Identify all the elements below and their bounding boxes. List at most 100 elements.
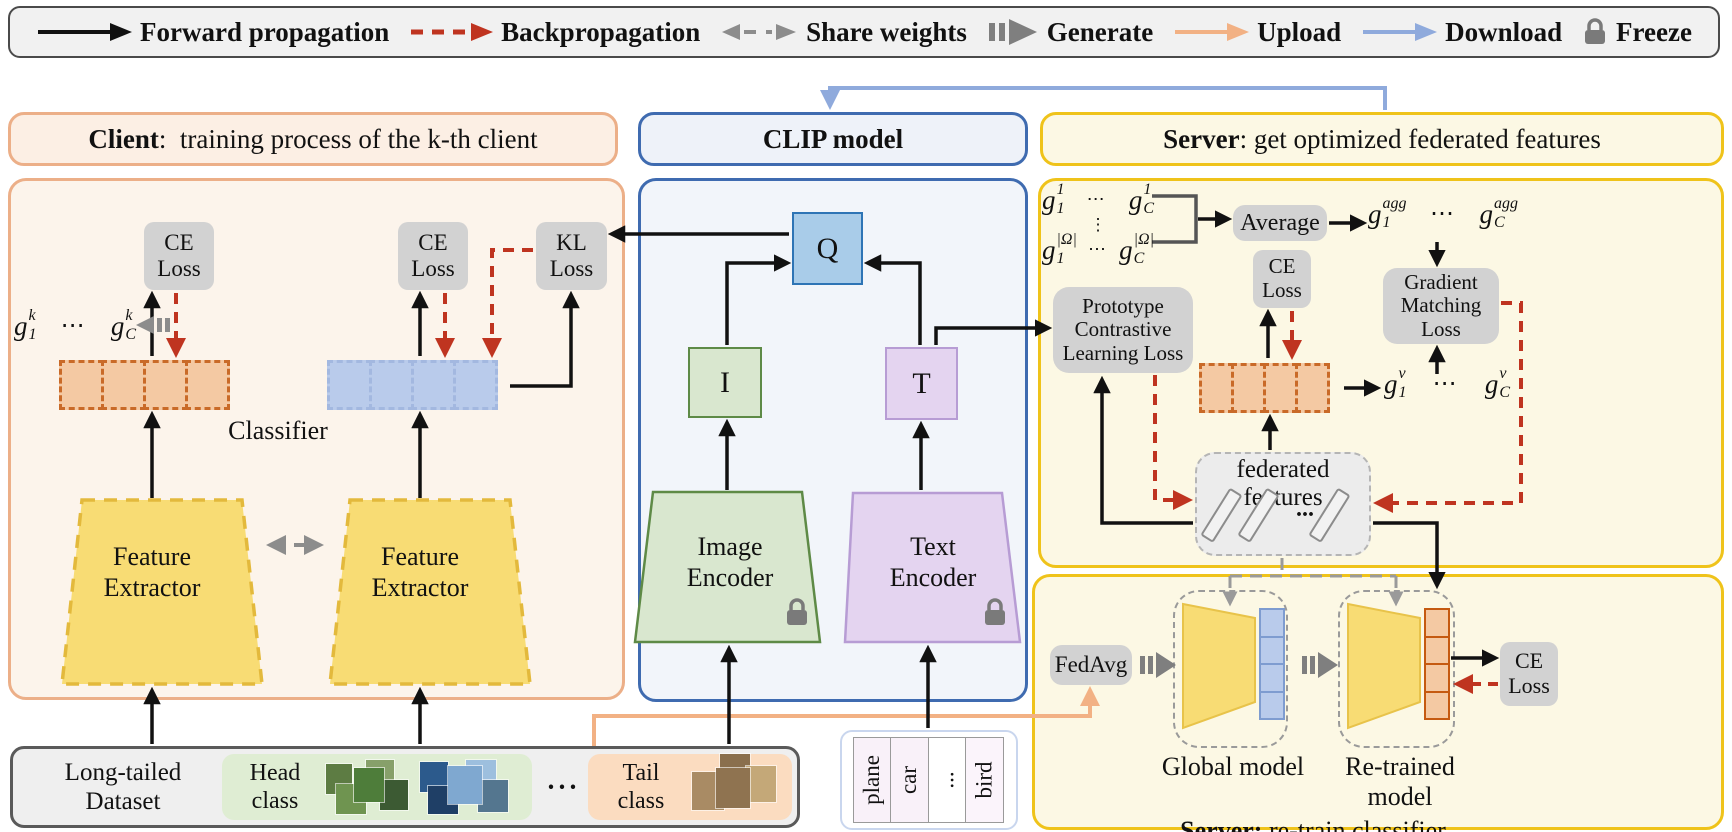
label-line: Tail xyxy=(622,759,660,786)
matrix-row-2: g|Ω|1 ⋯ g|Ω|C xyxy=(1042,232,1154,267)
global-model-label: Global model xyxy=(1161,752,1305,781)
server-retrain-caption: Server: re-train classifier xyxy=(1120,786,1480,832)
classifier-label: Classifier xyxy=(228,416,328,445)
server-classifier-row xyxy=(1199,363,1330,413)
label-line: Long-tailed xyxy=(64,758,182,786)
stack-cell xyxy=(1424,635,1450,665)
server-ce-loss-box: CE Loss xyxy=(1253,250,1311,308)
loss-line: Loss xyxy=(157,256,201,281)
hdots: ⋯ xyxy=(60,313,87,339)
stack-cell xyxy=(1259,608,1285,638)
vdots: ⋮ xyxy=(1089,215,1107,234)
client-ce-loss-1: CE Loss xyxy=(144,222,214,290)
fedavg-box: FedAvg xyxy=(1050,645,1132,685)
forward-arrow-icon xyxy=(38,23,132,41)
label-line: Image xyxy=(697,532,763,562)
loss-line: Loss xyxy=(549,256,594,281)
head-class-bird-images xyxy=(322,758,414,818)
loss-line: Contrastive xyxy=(1074,317,1172,342)
prompt-cell: car xyxy=(890,737,929,823)
loss-line: Gradient xyxy=(1404,269,1478,294)
stack-cell xyxy=(1424,663,1450,693)
legend-label: Upload xyxy=(1257,16,1342,47)
loss-line: Prototype xyxy=(1082,293,1164,318)
classifier-cell xyxy=(185,360,230,410)
label-line: Encoder xyxy=(686,563,774,592)
hdots: ⋯ xyxy=(1432,371,1459,397)
prompt-text: car xyxy=(896,765,922,795)
text-prompt-box: plane car ... bird xyxy=(840,730,1018,830)
client-kl-loss: KL Loss xyxy=(536,222,607,290)
stack-cell xyxy=(1424,608,1450,638)
legend-label: Generate xyxy=(1046,16,1154,47)
q-box: Q xyxy=(792,212,863,285)
classifier-cell xyxy=(101,360,146,410)
upload-arrow-icon xyxy=(1175,23,1250,41)
legend-label: Forward propagation xyxy=(140,16,390,47)
label-line: Dataset xyxy=(85,788,161,815)
prompt-text: ... xyxy=(934,771,959,789)
classifier-cell xyxy=(59,360,104,410)
loss-line: CE xyxy=(418,230,448,256)
legend-label: Freeze xyxy=(1616,16,1692,47)
average-label: Average xyxy=(1240,209,1320,236)
freeze-lock-icon xyxy=(1585,18,1606,44)
fedavg-label: FedAvg xyxy=(1054,652,1128,678)
classifier-cell xyxy=(1231,363,1266,413)
feature-extractor-right-label: Feature Extractor xyxy=(360,538,480,608)
tail-class-images xyxy=(690,754,786,818)
server-section-header: Server: get optimized federated features xyxy=(1040,112,1724,166)
legend-bar: Forward propagation Backpropagation Shar… xyxy=(8,6,1720,58)
bottom-ce-loss-box: CE Loss xyxy=(1500,642,1558,706)
clip-section-header: CLIP model xyxy=(638,112,1028,166)
i-letter: I xyxy=(720,365,730,399)
classifier-cell xyxy=(143,360,188,410)
classifier-cell xyxy=(1263,363,1298,413)
legend-item-upload: Upload xyxy=(1173,17,1341,48)
label-line: Extractor xyxy=(103,573,201,602)
label-line: Encoder xyxy=(889,563,977,592)
prototype-contrastive-loss-box: Prototype Contrastive Learning Loss xyxy=(1053,287,1193,373)
client-header-bold: Client xyxy=(88,123,159,154)
legend-item-generate: Generate xyxy=(987,17,1153,48)
prompt-text: bird xyxy=(971,761,997,799)
clip-header-text: CLIP model xyxy=(762,123,904,154)
stack-cell xyxy=(1424,690,1450,720)
loss-line: CE xyxy=(164,230,194,256)
caption-rest: re-train classifier xyxy=(1262,816,1446,832)
legend-item-backprop: Backpropagation xyxy=(409,17,700,48)
image-encoder-label: Image Encoder xyxy=(655,528,805,598)
i-box: I xyxy=(688,347,762,418)
classifier-cell xyxy=(453,360,498,410)
loss-line: CE xyxy=(1268,254,1296,279)
caption-bold: Server: xyxy=(1180,816,1263,832)
loss-line: Loss xyxy=(1508,673,1550,698)
head-class-plane-images xyxy=(416,758,516,818)
stack-cell xyxy=(1259,690,1285,720)
server-header-rest: : get optimized federated features xyxy=(1239,123,1601,154)
long-tailed-dataset-label: Long-tailed Dataset xyxy=(28,752,218,822)
t-letter: T xyxy=(912,366,931,400)
classifier-cell xyxy=(1199,363,1234,413)
tail-class-label: Tail class xyxy=(598,756,684,818)
legend-label: Share weights xyxy=(806,16,967,47)
prompt-cell: bird xyxy=(965,737,1004,823)
text-encoder-label: Text Encoder xyxy=(858,528,1008,598)
retrained-model-classifier-stack xyxy=(1424,608,1450,720)
loss-line: Loss xyxy=(1421,316,1461,341)
classifier-cell xyxy=(411,360,456,410)
loss-line: Learning Loss xyxy=(1062,340,1184,365)
label-line: class xyxy=(617,788,665,814)
federated-features-label: federated features xyxy=(1236,456,1330,511)
share-weights-icon xyxy=(722,24,797,40)
